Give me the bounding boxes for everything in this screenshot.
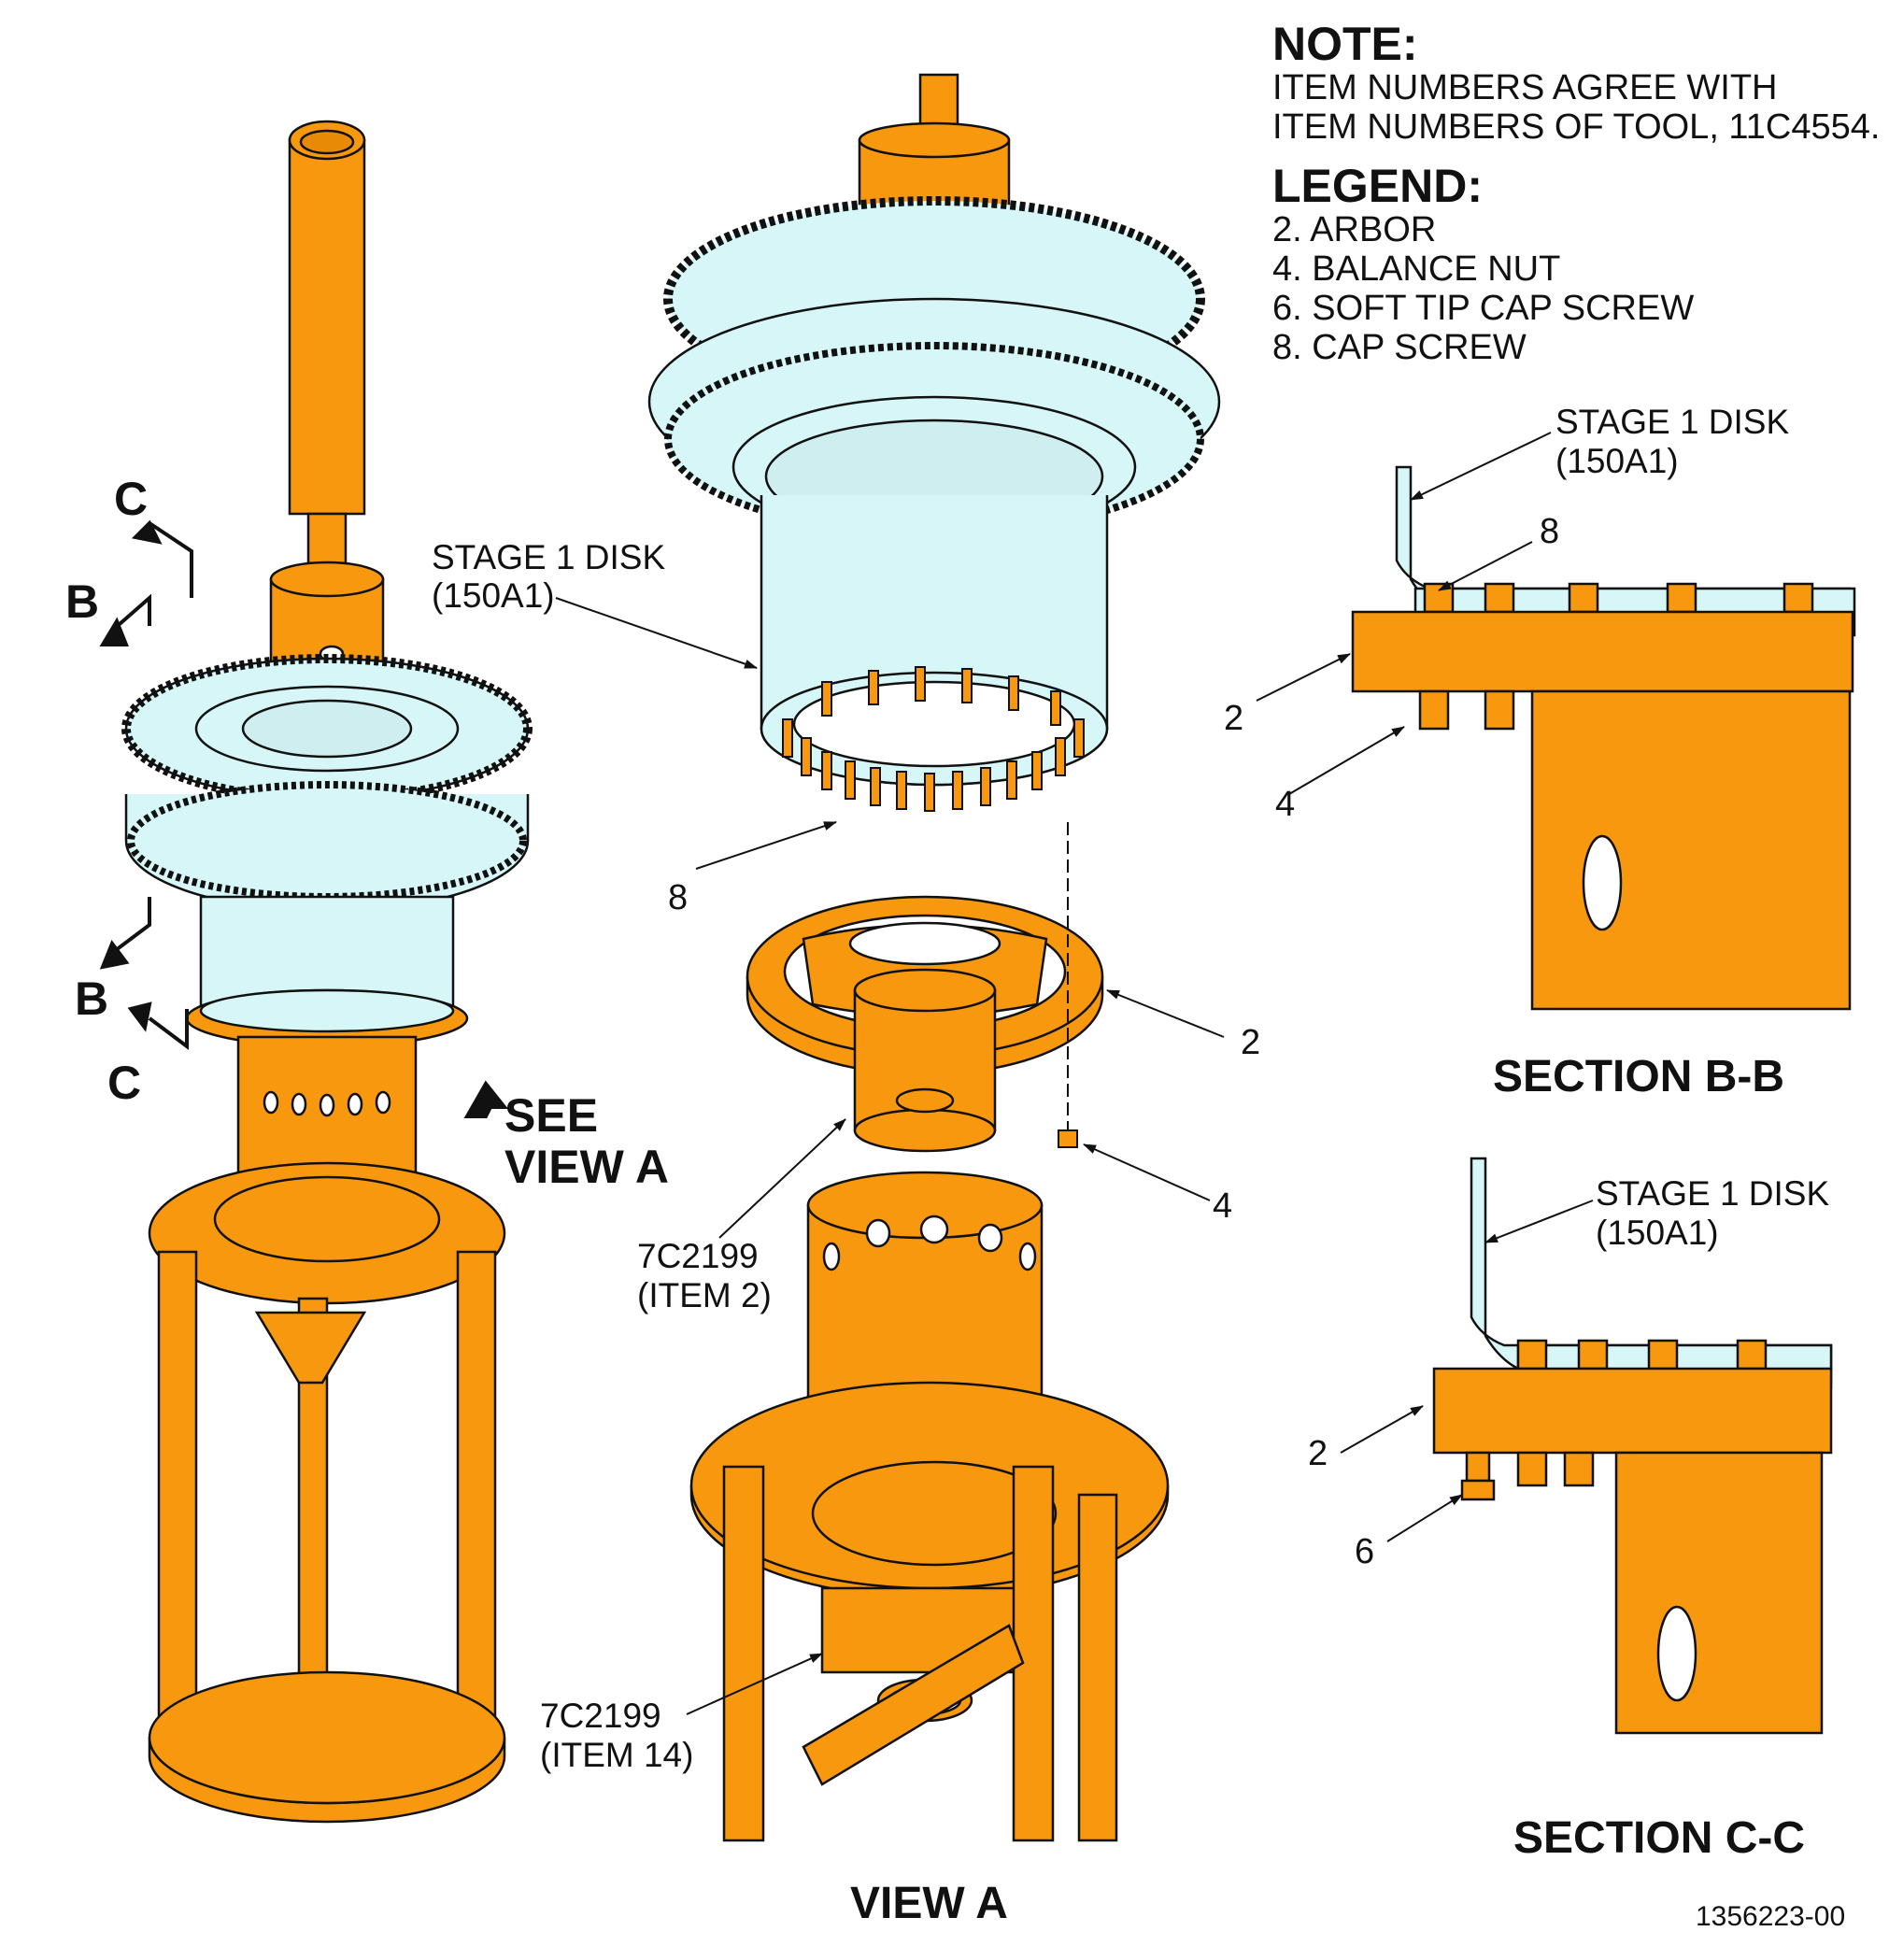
cut-c-label-bottom: C xyxy=(107,1057,142,1109)
see-view-label: SEE xyxy=(504,1089,599,1142)
disk-callout-pn: (150A1) xyxy=(432,576,555,615)
cap-screw-ring xyxy=(782,666,1085,812)
section-cc-title: SECTION C-C xyxy=(1513,1813,1805,1863)
item-14-callout-item: (ITEM 14) xyxy=(540,1736,694,1774)
legend-item: 8. CAP SCREW xyxy=(1272,328,1527,367)
center-exploded xyxy=(647,73,1221,787)
cc-disk-callout-pn: (150A1) xyxy=(1596,1214,1719,1252)
view-a-title: VIEW A xyxy=(850,1879,1008,1928)
cc-arbor-body xyxy=(1614,1451,1824,1735)
balance-nut xyxy=(1058,1129,1078,1148)
disk-callout: STAGE 1 DISK xyxy=(432,538,666,576)
lift-rod xyxy=(288,138,366,516)
cut-b-bottom xyxy=(110,897,151,955)
legend-item: 2. ARBOR xyxy=(1272,210,1437,249)
item-4-callout: 4 xyxy=(1213,1186,1233,1226)
item-8-callout: 8 xyxy=(668,878,689,917)
arbor-item-2 xyxy=(746,895,1104,1153)
drawing-number: 1356223-00 xyxy=(1696,1901,1846,1932)
stand-leg xyxy=(456,1250,497,1758)
cc-item-2: 2 xyxy=(1308,1434,1328,1473)
stand-leg xyxy=(157,1250,198,1758)
leader-lines xyxy=(555,432,1594,1715)
cut-b-label-top: B xyxy=(65,575,100,628)
cut-c-top xyxy=(148,521,193,598)
cut-b-top xyxy=(110,593,151,632)
section-cc-illustration xyxy=(1432,1157,1833,1735)
bb-item-8: 8 xyxy=(1540,512,1560,551)
note-line-2: ITEM NUMBERS OF TOOL, 11C4554. xyxy=(1272,107,1881,147)
note-heading: NOTE: xyxy=(1272,18,1418,70)
item-14-callout: 7C2199 xyxy=(540,1697,661,1735)
legend-heading: LEGEND: xyxy=(1272,160,1483,212)
bb-item-2: 2 xyxy=(1224,699,1244,738)
cc-arbor-flange xyxy=(1432,1367,1833,1455)
arbor-callout-item: (ITEM 2) xyxy=(637,1276,772,1314)
cut-c-label-top: C xyxy=(114,473,149,525)
section-bb-title: SECTION B-B xyxy=(1493,1052,1784,1101)
section-cut-markers xyxy=(99,519,509,1118)
cut-b-label-bottom: B xyxy=(75,973,109,1025)
see-view-label-2: VIEW A xyxy=(504,1141,669,1193)
legend-item: 4. BALANCE NUT xyxy=(1272,249,1561,289)
bb-disk-callout-pn: (150A1) xyxy=(1555,442,1679,480)
view-a-illustration xyxy=(689,1171,1170,1842)
arbor-callout: 7C2199 xyxy=(637,1237,759,1275)
stand-base-plate xyxy=(148,1670,506,1805)
bb-disk-callout: STAGE 1 DISK xyxy=(1555,403,1790,441)
cc-item-6: 6 xyxy=(1355,1532,1375,1571)
see-view-arrow xyxy=(463,1080,509,1118)
legend-item: 6. SOFT TIP CAP SCREW xyxy=(1272,289,1695,328)
item-2-callout: 2 xyxy=(1241,1023,1261,1062)
bb-arbor-flange xyxy=(1351,610,1854,693)
cc-disk-callout: STAGE 1 DISK xyxy=(1596,1174,1830,1213)
cut-c-bottom xyxy=(148,1009,189,1050)
left-assembly xyxy=(121,120,533,1824)
bb-item-4: 4 xyxy=(1275,785,1296,824)
bb-arbor-body xyxy=(1530,689,1852,1011)
note-line-1: ITEM NUMBERS AGREE WITH xyxy=(1272,68,1778,107)
section-bb-illustration xyxy=(1351,465,1856,1011)
